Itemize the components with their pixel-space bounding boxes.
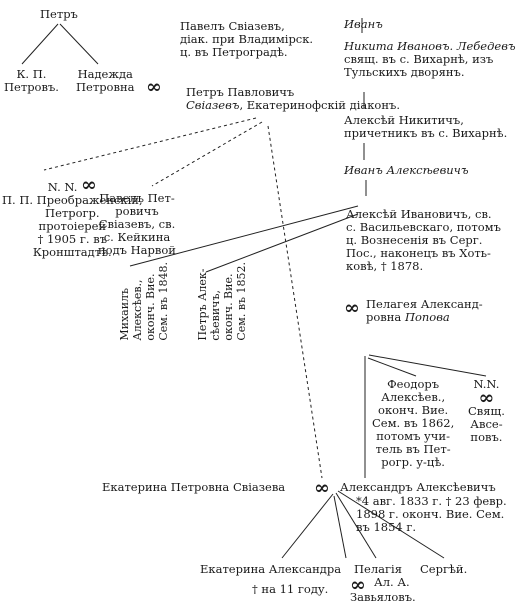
node-ekaterina-petrovna: Екатерина Петровна Свіазева bbox=[102, 480, 286, 494]
node-ivan-sr: Иванъ bbox=[344, 17, 383, 31]
line-petr-kp bbox=[21, 23, 59, 65]
node-nikita: Никита Ивановъ. Лебедевъ свящ. въ с. Вих… bbox=[344, 39, 516, 79]
node-mikhail: Михаилъ Алексѣев., оконч. Вие. Сем. въ 1… bbox=[118, 262, 170, 341]
line-aleksandr-al bbox=[335, 492, 377, 559]
line-petrp-pavel bbox=[151, 121, 263, 187]
marriage-symbol: ∞ bbox=[350, 574, 366, 596]
node-ekaterina-death: † на 11 году. bbox=[252, 582, 329, 596]
line-aleksandr-ekaterina bbox=[281, 493, 334, 559]
node-aleksei-ivanovich: Алексѣй Ивановичъ, св. с. Васильевскаго,… bbox=[346, 207, 501, 273]
line-aleksei-mikhail bbox=[129, 205, 359, 267]
node-nn-avsepov: N.N. ∞ Свящ. Авсе- повъ. bbox=[468, 377, 505, 444]
node-sergei: Сергѣй. bbox=[420, 562, 468, 576]
node-petr-alekseevich: Петръ Алек- сѣевичъ, оконч. Вие. Сем. въ… bbox=[196, 262, 248, 341]
node-aleksei-nikitich: Алексѣй Никитичъ, причетникъ въ с. Вихар… bbox=[344, 113, 508, 140]
node-zavyalov: Завьяловъ. bbox=[350, 590, 416, 604]
node-pavel-jr: Павелъ Пет- ровичъ Свіазевъ, св. с. Кейк… bbox=[98, 191, 176, 257]
node-pelagiya: Пелагія bbox=[354, 562, 402, 576]
node-ekaterina-aleksandra: Екатерина Александра bbox=[200, 562, 342, 576]
line-aleksei-petr bbox=[205, 213, 359, 273]
node-petr-pavlovich: Петръ Павловичъ Свіазевъ, Екатеринофскій… bbox=[186, 85, 400, 112]
marriage-symbol: ∞ bbox=[314, 477, 330, 499]
node-petr-root: Петръ bbox=[40, 7, 78, 21]
line-pelageya-feodor bbox=[367, 357, 417, 377]
line-aleksandr-pelagiya bbox=[333, 495, 347, 559]
line-petr-nadezhda bbox=[59, 23, 99, 65]
node-aleksandr: Александръ Алексѣевичъ bbox=[340, 480, 496, 494]
node-al-a: Ал. А. bbox=[374, 575, 410, 589]
line-petrp-ekaterina bbox=[267, 125, 323, 479]
node-ivan-alekseevich: Иванъ Алексѣевичъ bbox=[344, 163, 469, 177]
line-petrp-nn bbox=[43, 117, 257, 171]
node-pavel-sr: Павелъ Свіазевъ, діак. при Владимірск. ц… bbox=[180, 19, 314, 59]
line-pelageya-nn bbox=[368, 354, 487, 377]
node-kp: К. П. Петровъ. bbox=[4, 67, 59, 94]
marriage-symbol: ∞ bbox=[344, 297, 360, 319]
node-aleksandr-info: *4 авг. 1833 г. † 23 февр. 1898 г. оконч… bbox=[356, 494, 507, 534]
node-nadezhda: Надежда Петровна bbox=[76, 67, 135, 94]
line-aleksandr-sergei bbox=[337, 490, 445, 559]
marriage-symbol: ∞ bbox=[146, 76, 162, 98]
marriage-symbol: ∞ bbox=[478, 387, 495, 409]
node-nn-preobrazhensky: N. N. ∞ П. П. Преображенскій, Петрогр. п… bbox=[2, 174, 143, 259]
node-pelageya-sr: Пелагея Александ- ровна Попова bbox=[366, 297, 483, 324]
marriage-symbol: ∞ bbox=[81, 174, 97, 196]
node-feodor: Феодоръ Алексѣев., оконч. Вие. Сем. въ 1… bbox=[372, 377, 455, 469]
